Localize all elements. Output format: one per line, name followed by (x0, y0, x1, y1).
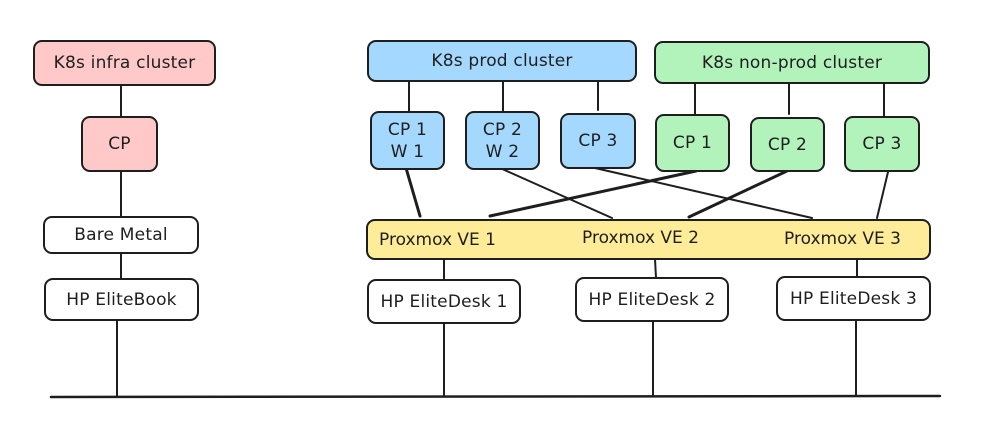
network-backbone-line (49, 394, 942, 399)
nonprod-node-3-label: CP 3 (862, 134, 902, 154)
elitebook-host-box[interactable]: HP EliteBook (44, 278, 199, 321)
proxmox-ve-1-label[interactable]: Proxmox VE 1 (379, 230, 496, 250)
infra-cluster-label: K8s infra cluster (53, 53, 196, 73)
prod-node-2[interactable]: CP 2 W 2 (465, 111, 540, 170)
elitedesk-3-label: HP EliteDesk 3 (789, 288, 918, 309)
prod-node-3-label: CP 3 (578, 131, 618, 151)
elitedesk-3-box[interactable]: HP EliteDesk 3 (776, 276, 931, 321)
prod-node-2-line2: W 2 (485, 141, 520, 162)
nonprod-node-1[interactable]: CP 1 (655, 114, 730, 172)
bare-metal-box[interactable]: Bare Metal (43, 216, 199, 254)
wire-nonprod-cp1-to-pve1 (488, 169, 698, 218)
elitebook-host-label: HP EliteBook (66, 289, 177, 310)
wire-pve-to-elitedesk2 (654, 258, 657, 279)
prod-node-1-line1: CP 1 (387, 119, 428, 140)
prod-node-3[interactable]: CP 3 (560, 113, 636, 169)
elitedesk-2-label: HP EliteDesk 2 (588, 289, 716, 310)
nonprod-node-3[interactable]: CP 3 (844, 116, 920, 172)
nonprod-cluster-box[interactable]: K8s non-prod cluster (654, 41, 930, 84)
prod-node-2-line1: CP 2 (482, 119, 523, 140)
elitedesk-1-box[interactable]: HP EliteDesk 1 (367, 279, 521, 324)
prod-node-1[interactable]: CP 1 W 1 (370, 111, 445, 170)
infra-cluster-box[interactable]: K8s infra cluster (33, 40, 216, 86)
prod-node-1-line2: W 1 (390, 141, 425, 162)
wire-prod-cp1-to-pve1 (404, 166, 422, 218)
infra-cp-label: CP (108, 134, 131, 154)
wire-nonprod-cp3-to-pve3 (876, 171, 889, 219)
nonprod-node-1-label: CP 1 (672, 133, 713, 153)
wire-nonprod-cp2-to-pve2 (687, 169, 789, 219)
prod-cluster-box[interactable]: K8s prod cluster (367, 40, 637, 82)
proxmox-bar[interactable] (366, 219, 931, 260)
elitedesk-2-box[interactable]: HP EliteDesk 2 (575, 277, 729, 322)
nonprod-cluster-label: K8s non-prod cluster (701, 52, 883, 73)
nonprod-node-2-label: CP 2 (767, 134, 808, 155)
bare-metal-label: Bare Metal (74, 225, 168, 245)
proxmox-ve-3-label[interactable]: Proxmox VE 3 (784, 229, 901, 249)
prod-cluster-label: K8s prod cluster (431, 51, 573, 71)
wire-prod-cp3-to-pve3 (594, 167, 813, 219)
wire-prod-cp2-to-pve2 (499, 167, 613, 219)
elitedesk-1-label: HP EliteDesk 1 (380, 291, 508, 312)
infra-cp-node[interactable]: CP (81, 116, 158, 172)
nonprod-node-2[interactable]: CP 2 (750, 117, 825, 172)
proxmox-ve-2-label[interactable]: Proxmox VE 2 (582, 228, 699, 248)
